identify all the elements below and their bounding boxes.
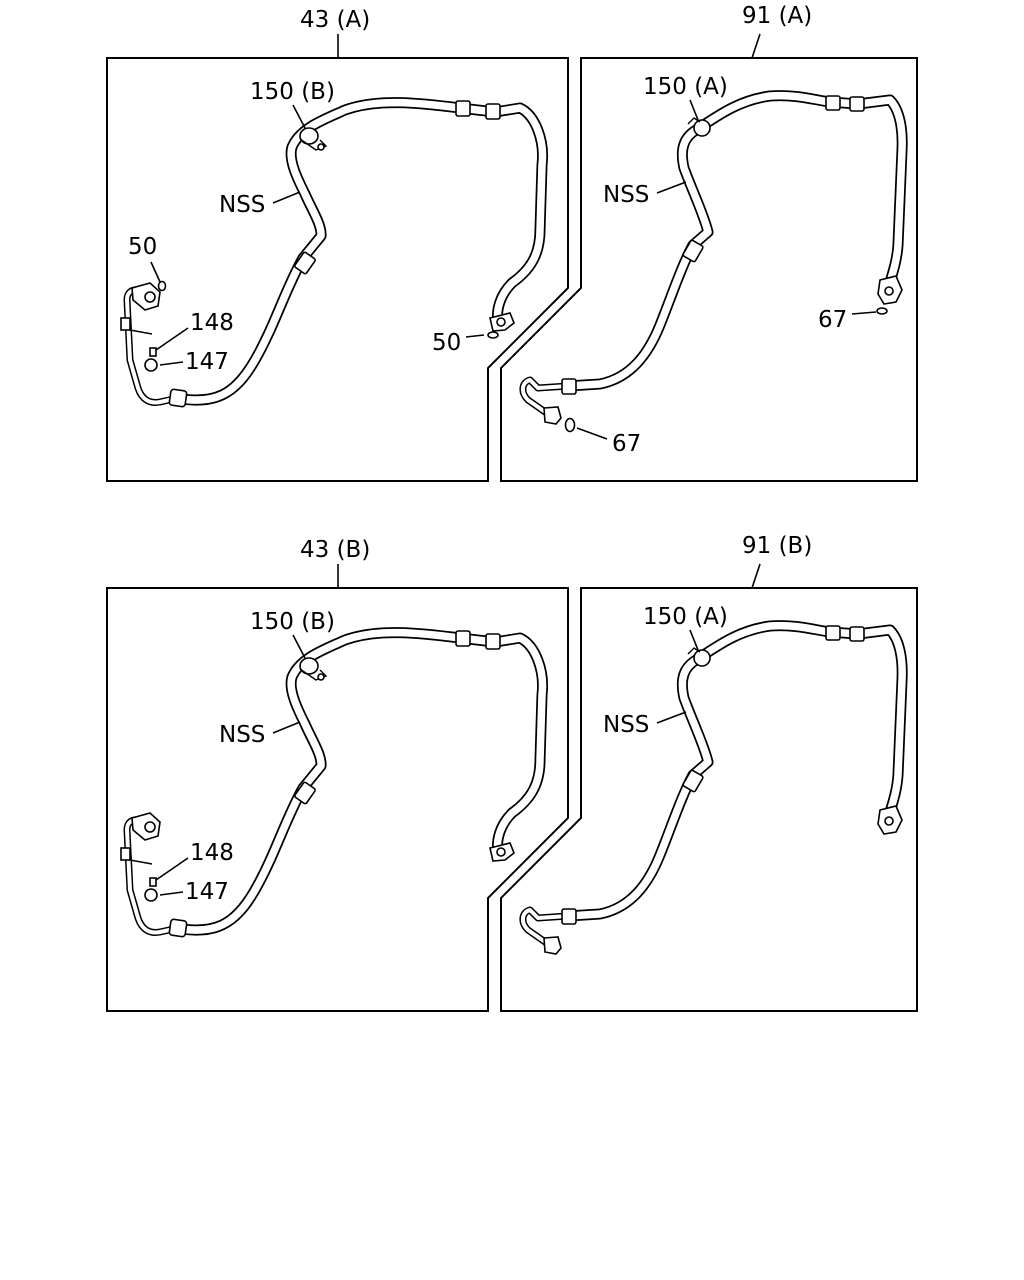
part-147-label: 147 bbox=[185, 349, 229, 375]
panel-91a-title: 91 (A) bbox=[742, 3, 812, 29]
panel-43b-title: 43 (B) bbox=[300, 537, 370, 563]
panel-91b: 91 (B) 150 (A) NSS bbox=[500, 533, 918, 1012]
oring-icon bbox=[157, 280, 167, 292]
oring-icon bbox=[564, 417, 576, 433]
clamp-label: 150 (A) bbox=[643, 74, 728, 100]
clamp-label: 150 (A) bbox=[643, 604, 728, 630]
oring-icon bbox=[487, 331, 499, 339]
hose-assembly-91a bbox=[523, 96, 902, 424]
panel-43a-frame bbox=[106, 57, 569, 482]
valve-cap-icon bbox=[144, 358, 158, 372]
panel-43a: 43 (A) 150 (B) NSS 50 148 147 50 bbox=[106, 7, 569, 482]
panel-43b: 43 (B) 150 (B) NSS 148 147 bbox=[106, 537, 569, 1012]
hose-assembly-91b bbox=[523, 626, 902, 954]
hose-label: NSS bbox=[219, 192, 265, 218]
oring-label: 50 bbox=[432, 330, 461, 356]
hose-label: NSS bbox=[603, 182, 649, 208]
clamp-label: 150 (B) bbox=[250, 79, 335, 105]
panel-91a: 91 (A) 150 (A) NSS 67 67 bbox=[500, 3, 918, 482]
panel-43a-title: 43 (A) bbox=[300, 7, 370, 33]
panel-91b-frame bbox=[500, 587, 918, 1012]
panel-91a-frame bbox=[500, 57, 918, 482]
cap-seal-icon bbox=[149, 877, 157, 887]
hose-label: NSS bbox=[219, 722, 265, 748]
oring-label: 67 bbox=[818, 307, 847, 333]
oring-label: 50 bbox=[128, 234, 157, 260]
part-148-label: 148 bbox=[190, 310, 234, 336]
oring-label: 67 bbox=[612, 431, 641, 457]
cap-seal-icon bbox=[149, 347, 157, 357]
clamp-label: 150 (B) bbox=[250, 609, 335, 635]
panel-43b-frame bbox=[106, 587, 569, 1012]
oring-icon bbox=[876, 307, 888, 315]
hose-label: NSS bbox=[603, 712, 649, 738]
panel-91b-title: 91 (B) bbox=[742, 533, 812, 559]
valve-cap-icon bbox=[144, 888, 158, 902]
part-147-label: 147 bbox=[185, 879, 229, 905]
part-148-label: 148 bbox=[190, 840, 234, 866]
